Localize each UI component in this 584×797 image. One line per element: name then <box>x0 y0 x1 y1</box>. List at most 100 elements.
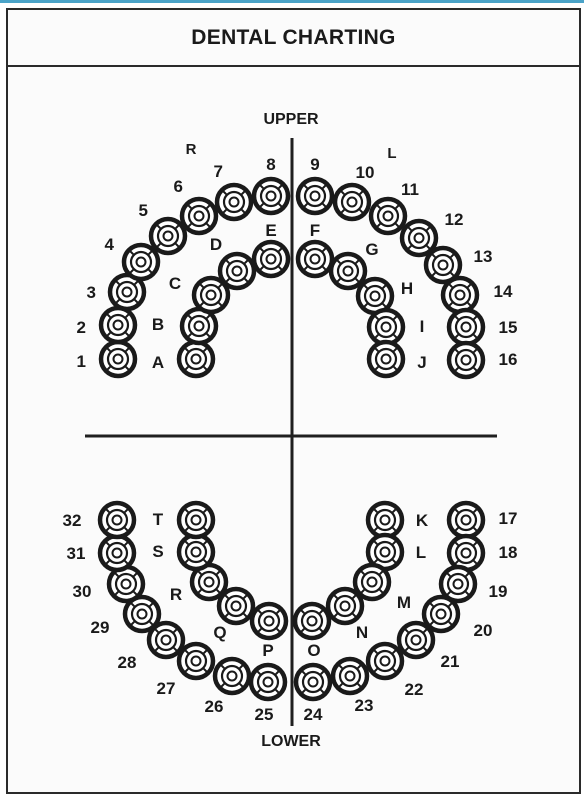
tooth-occlusal-center <box>456 291 465 300</box>
tooth-label-j: J <box>417 353 426 372</box>
tooth-occlusal-center <box>462 549 471 558</box>
tooth-occlusal-center <box>346 672 355 681</box>
tooth-label-12: 12 <box>445 210 464 229</box>
tooth-occlusal-center <box>267 255 276 264</box>
tooth-label-d: D <box>210 235 222 254</box>
tooth-17[interactable]: 17 <box>449 503 517 537</box>
tooth-o[interactable]: O <box>295 604 329 660</box>
tooth-occlusal-center <box>311 192 320 201</box>
tooth-occlusal-center <box>381 548 390 557</box>
tooth-label-6: 6 <box>174 177 183 196</box>
tooth-p[interactable]: P <box>252 604 286 660</box>
tooth-9[interactable]: 9 <box>298 155 332 213</box>
tooth-occlusal-center <box>454 580 463 589</box>
tooth-e[interactable]: E <box>254 221 288 276</box>
tooth-32[interactable]: 32 <box>63 503 134 537</box>
tooth-occlusal-center <box>415 234 424 243</box>
tooth-occlusal-center <box>267 192 276 201</box>
tooth-label-22: 22 <box>405 680 424 699</box>
tooth-label-29: 29 <box>91 618 110 637</box>
tooth-label-20: 20 <box>474 621 493 640</box>
tooth-occlusal-center <box>462 323 471 332</box>
tooth-label-13: 13 <box>474 247 493 266</box>
tooth-b[interactable]: B <box>152 309 216 343</box>
tooth-occlusal-center <box>195 212 204 221</box>
tooth-occlusal-center <box>232 602 241 611</box>
tooth-occlusal-center <box>308 617 317 626</box>
tooth-8[interactable]: 8 <box>254 155 288 213</box>
tooth-24[interactable]: 24 <box>296 665 330 724</box>
tooth-label-17: 17 <box>499 509 518 528</box>
tooth-occlusal-center <box>264 678 273 687</box>
tooth-k[interactable]: K <box>368 503 429 537</box>
tooth-f[interactable]: F <box>298 221 332 276</box>
tooth-label-32: 32 <box>63 511 82 530</box>
tooth-label-e: E <box>265 221 276 240</box>
tooth-occlusal-center <box>192 355 201 364</box>
tooth-12[interactable]: 12 <box>402 210 463 255</box>
tooth-label-5: 5 <box>139 201 148 220</box>
tooth-occlusal-center <box>382 355 391 364</box>
tooth-label-c: C <box>169 274 181 293</box>
tooth-occlusal-center <box>439 261 448 270</box>
tooth-i[interactable]: I <box>369 310 424 344</box>
tooth-occlusal-center <box>195 322 204 331</box>
tooth-15[interactable]: 15 <box>449 310 517 344</box>
tooth-30[interactable]: 30 <box>73 567 143 601</box>
tooth-label-18: 18 <box>499 543 518 562</box>
tooth-label-8: 8 <box>266 155 275 174</box>
tooth-occlusal-center <box>164 232 173 241</box>
tooth-14[interactable]: 14 <box>443 278 513 312</box>
tooth-label-a: A <box>152 353 164 372</box>
tooth-occlusal-center <box>192 548 201 557</box>
tooth-label-i: I <box>420 317 425 336</box>
tooth-label-r: R <box>170 585 182 604</box>
tooth-label-t: T <box>153 510 164 529</box>
tooth-occlusal-center <box>371 292 380 301</box>
tooth-1[interactable]: 1 <box>77 342 135 376</box>
tooth-label-16: 16 <box>499 350 518 369</box>
right-side-label: R <box>186 141 197 158</box>
tooth-2[interactable]: 2 <box>77 308 135 342</box>
tooth-19[interactable]: 19 <box>441 567 507 601</box>
tooth-20[interactable]: 20 <box>424 597 492 640</box>
tooth-label-11: 11 <box>401 180 419 199</box>
tooth-j[interactable]: J <box>369 342 427 376</box>
tooth-occlusal-center <box>138 610 147 619</box>
tooth-label-f: F <box>310 221 320 240</box>
tooth-label-4: 4 <box>105 235 115 254</box>
tooth-31[interactable]: 31 <box>67 536 134 570</box>
tooth-occlusal-center <box>412 636 421 645</box>
tooth-occlusal-center <box>228 672 237 681</box>
lower-arch-label: LOWER <box>261 733 321 750</box>
tooth-25[interactable]: 25 <box>251 665 285 724</box>
tooth-label-14: 14 <box>494 282 513 301</box>
tooth-label-h: H <box>401 279 413 298</box>
tooth-occlusal-center <box>462 516 471 525</box>
tooth-s[interactable]: S <box>152 535 213 569</box>
tooth-label-27: 27 <box>157 679 176 698</box>
tooth-label-p: P <box>262 641 273 660</box>
tooth-label-28: 28 <box>118 653 137 672</box>
tooth-label-s: S <box>152 542 163 561</box>
tooth-label-1: 1 <box>77 352 86 371</box>
tooth-label-9: 9 <box>310 155 319 174</box>
tooth-label-n: N <box>356 623 368 642</box>
tooth-c[interactable]: C <box>169 274 228 312</box>
tooth-t[interactable]: T <box>153 503 213 537</box>
tooth-label-7: 7 <box>214 162 223 181</box>
tooth-label-g: G <box>365 240 378 259</box>
tooth-occlusal-center <box>122 580 131 589</box>
tooth-label-23: 23 <box>355 696 374 715</box>
tooth-occlusal-center <box>230 198 239 207</box>
tooth-7[interactable]: 7 <box>214 162 251 219</box>
tooth-occlusal-center <box>368 578 377 587</box>
tooth-10[interactable]: 10 <box>335 163 374 219</box>
tooth-16[interactable]: 16 <box>449 343 517 377</box>
tooth-label-l: L <box>416 543 426 562</box>
tooth-label-q: Q <box>213 623 226 642</box>
tooth-a[interactable]: A <box>152 342 213 376</box>
tooth-occlusal-center <box>382 323 391 332</box>
